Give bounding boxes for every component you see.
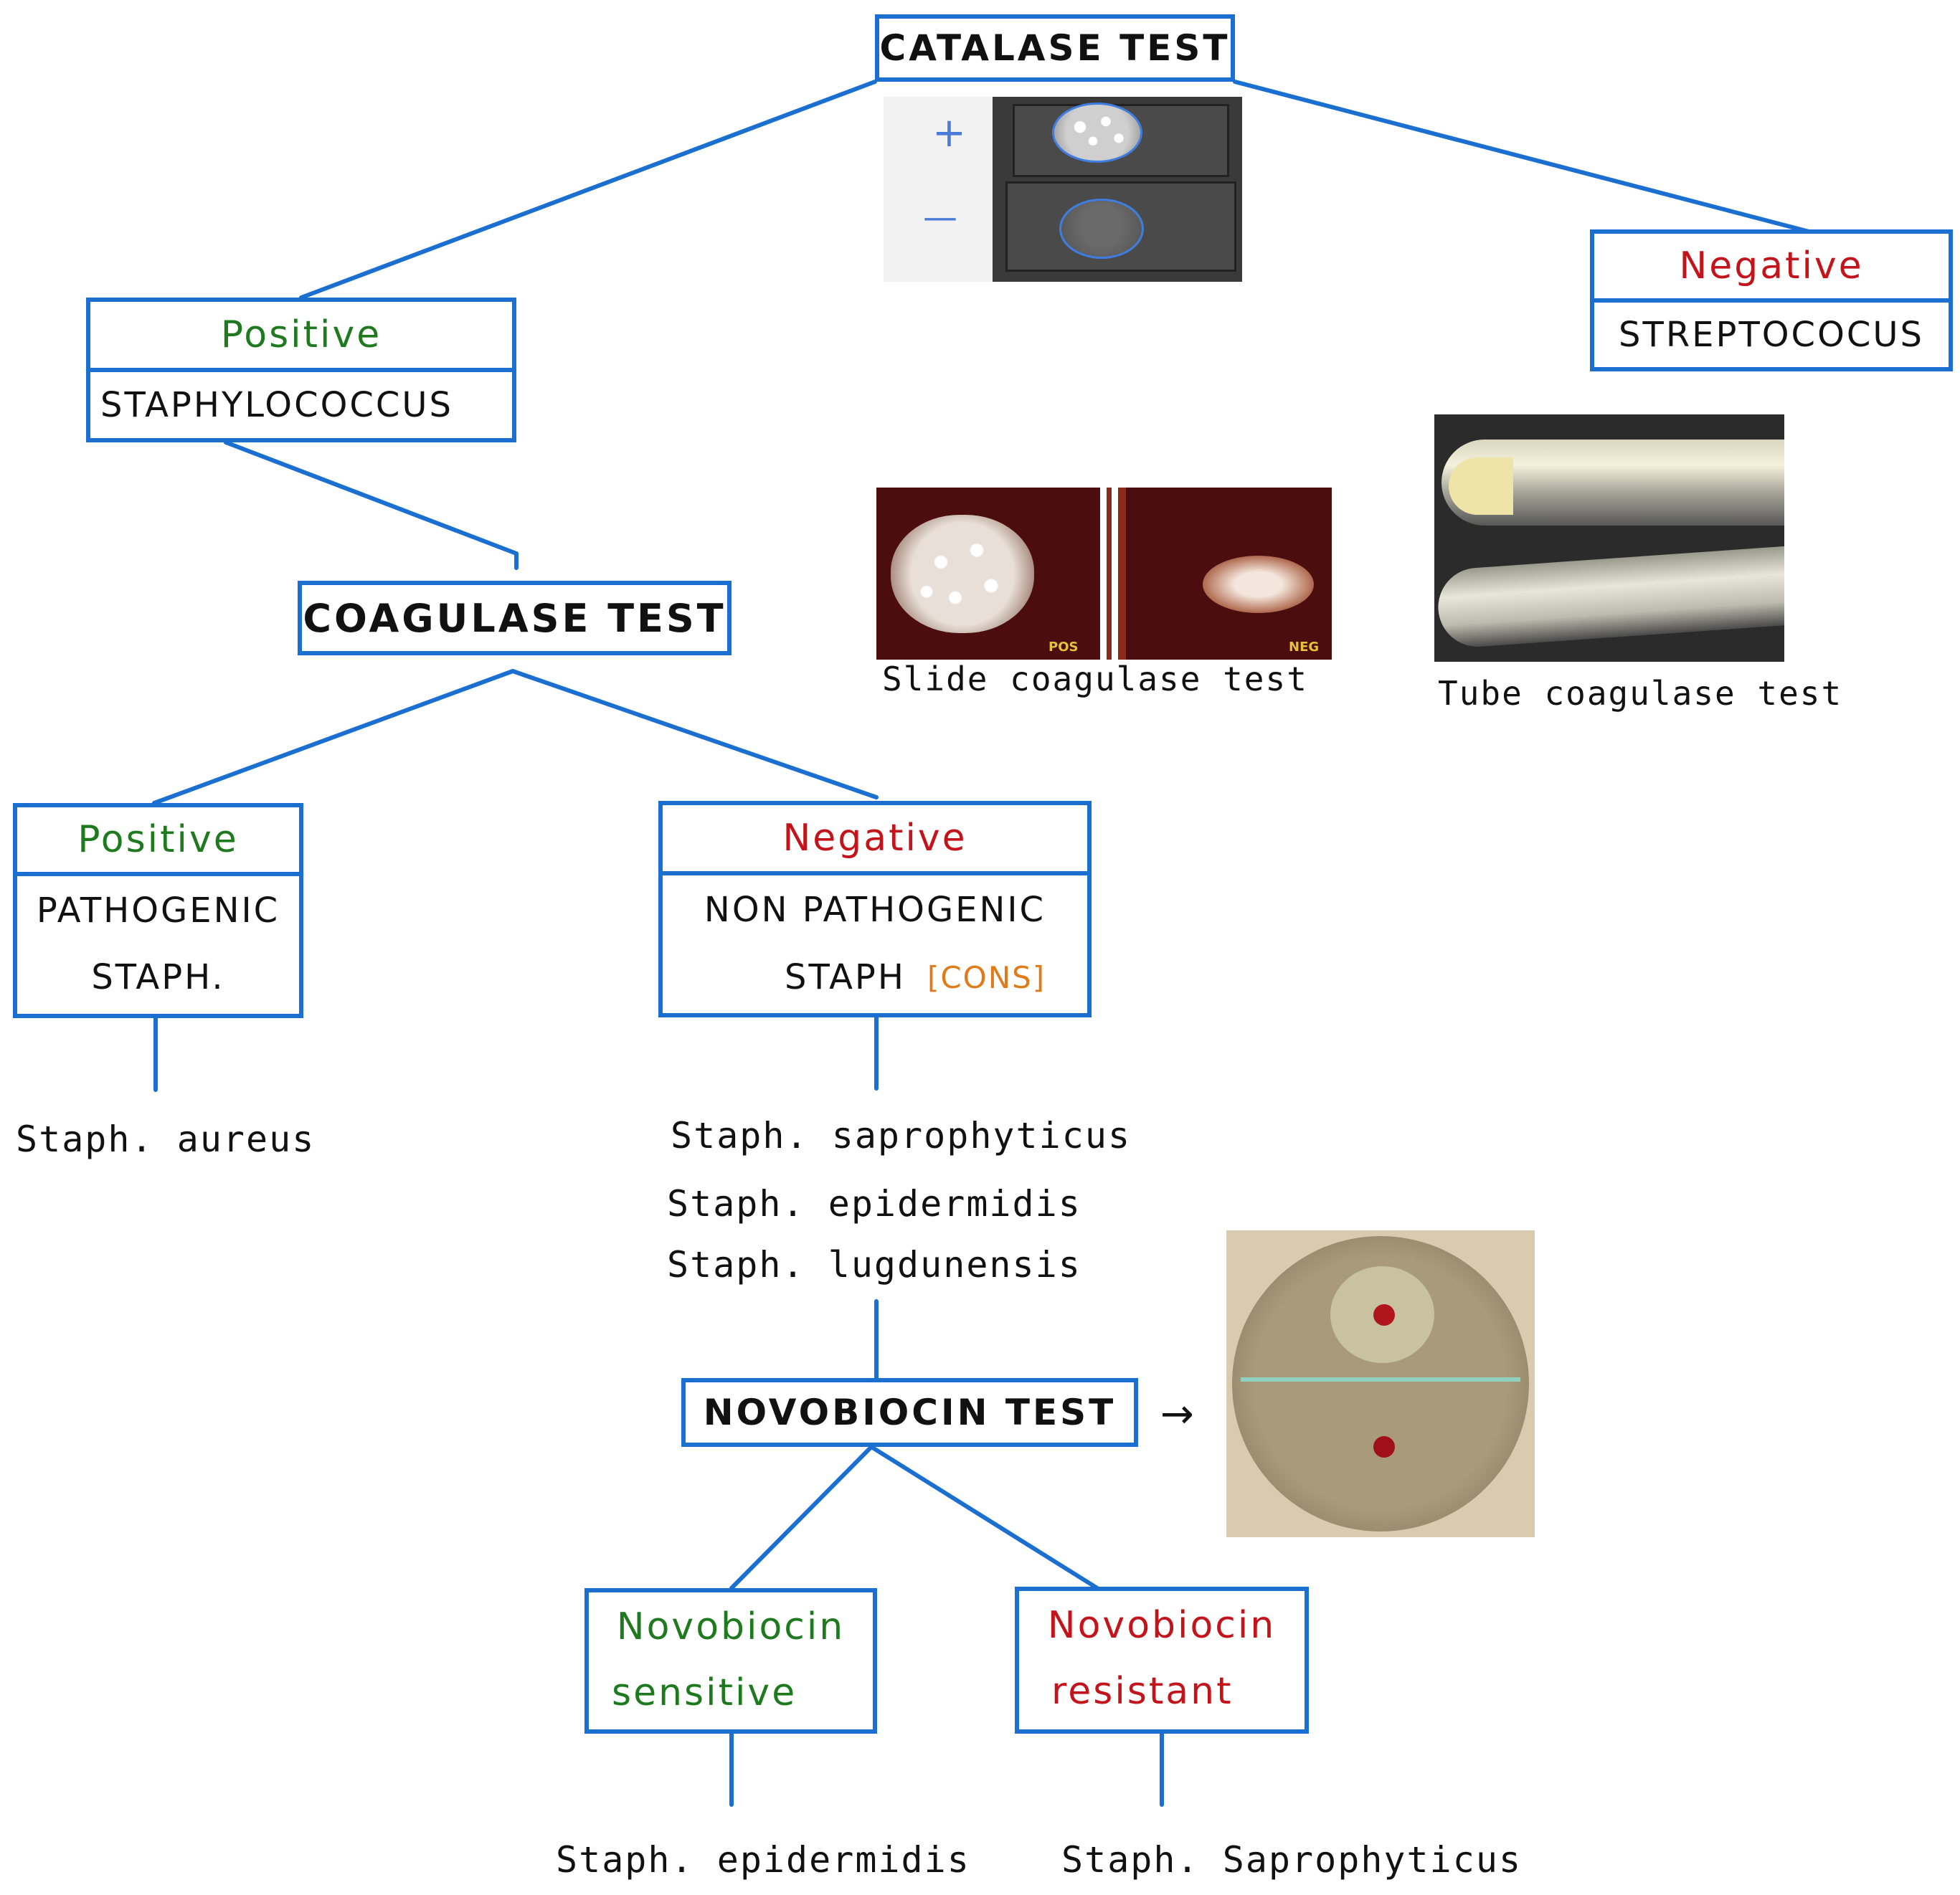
- cons-species-2: Staph. epidermidis: [667, 1183, 1081, 1225]
- coag-pos-line1: PATHOGENIC: [36, 890, 280, 931]
- staph-result-label: Positive: [90, 302, 512, 372]
- coag-neg-line2-row: STAPH [CONS]: [663, 944, 1087, 1010]
- staphylococcus-box: Positive STAPHYLOCOCCUS: [86, 298, 516, 442]
- novo-res-line2: resistant: [1051, 1670, 1234, 1713]
- divider-line: [1241, 1377, 1520, 1382]
- tube-coagulase-photo: [1434, 414, 1784, 662]
- strep-result-label: Negative: [1594, 234, 1949, 303]
- line-catalase-strep: [1233, 80, 1817, 235]
- coag-neg-result-label: Negative: [663, 805, 1087, 875]
- coagulase-negative-box: Negative NON PATHOGENIC STAPH [CONS]: [658, 801, 1092, 1017]
- white-card: [884, 97, 993, 282]
- novo-res-line1: Novobiocin: [1047, 1603, 1277, 1647]
- arrow-to-plate: →: [1160, 1391, 1194, 1438]
- line-coag-neg: [511, 669, 879, 799]
- clumped-drop: [891, 515, 1034, 633]
- novo-res-organism: Staph. Saprophyticus: [1061, 1839, 1523, 1881]
- coag-pos-result-label: Positive: [17, 807, 299, 876]
- cons-species-3: Staph. lugdunensis: [667, 1244, 1081, 1286]
- line-catalase-staph: [299, 80, 877, 300]
- novo-sens-organism: Staph. epidermidis: [556, 1839, 970, 1881]
- novobiocin-sensitive-box: Novobiocin sensitive: [584, 1588, 877, 1734]
- bubbling-drop: [1052, 103, 1142, 163]
- coagulase-positive-box: Positive PATHOGENIC STAPH.: [13, 803, 303, 1018]
- cons-species-1: Staph. saprophyticus: [671, 1115, 1132, 1157]
- plus-sign: +: [932, 110, 966, 156]
- streptococcus-box: Negative STREPTOCOCUS: [1590, 229, 1953, 371]
- coagulase-test-title: COAGULASE TEST: [298, 581, 732, 655]
- tube-clot: [1449, 457, 1513, 515]
- staph-aureus-label: Staph. aureus: [16, 1119, 316, 1160]
- novobiocin-test-title: NOVOBIOCIN TEST: [681, 1378, 1138, 1447]
- minus-sign: —: [923, 197, 957, 237]
- pos-label: POS: [1048, 640, 1079, 655]
- cons-tag: [CONS]: [927, 959, 1046, 995]
- novo-sens-line2: sensitive: [612, 1671, 797, 1714]
- line-novo-res: [869, 1445, 1099, 1590]
- slide-coagulase-photo: POS NEG: [876, 488, 1332, 660]
- tube-coagulase-caption: Tube coagulase test: [1438, 674, 1843, 713]
- novo-disc-bottom: [1373, 1436, 1395, 1458]
- line-novo-sens: [729, 1445, 874, 1590]
- line-coag-pos: [152, 669, 515, 805]
- coag-pos-line2: STAPH.: [91, 957, 225, 997]
- catalase-slide-photo: + —: [884, 97, 1242, 282]
- line-staph-coagulase: [224, 440, 519, 556]
- clear-drop: [1059, 199, 1144, 259]
- novobiocin-resistant-box: Novobiocin resistant: [1015, 1587, 1309, 1734]
- novo-sens-line1: Novobiocin: [616, 1605, 846, 1648]
- coag-neg-line1: NON PATHOGENIC: [704, 890, 1046, 930]
- slide-coagulase-caption: Slide coagulase test: [882, 660, 1308, 698]
- divider-stripe: [1100, 488, 1126, 660]
- smooth-drop: [1203, 556, 1314, 613]
- novobiocin-plate-photo: [1226, 1230, 1535, 1537]
- neg-label: NEG: [1289, 640, 1320, 655]
- novo-disc-top: [1373, 1304, 1395, 1326]
- staph-organism-label: STAPHYLOCOCCUS: [100, 385, 453, 425]
- catalase-test-title: CATALASE TEST: [875, 14, 1235, 82]
- tube-bottom: [1435, 545, 1784, 650]
- strep-organism-label: STREPTOCOCUS: [1619, 315, 1924, 355]
- coag-neg-line2: STAPH: [785, 957, 906, 997]
